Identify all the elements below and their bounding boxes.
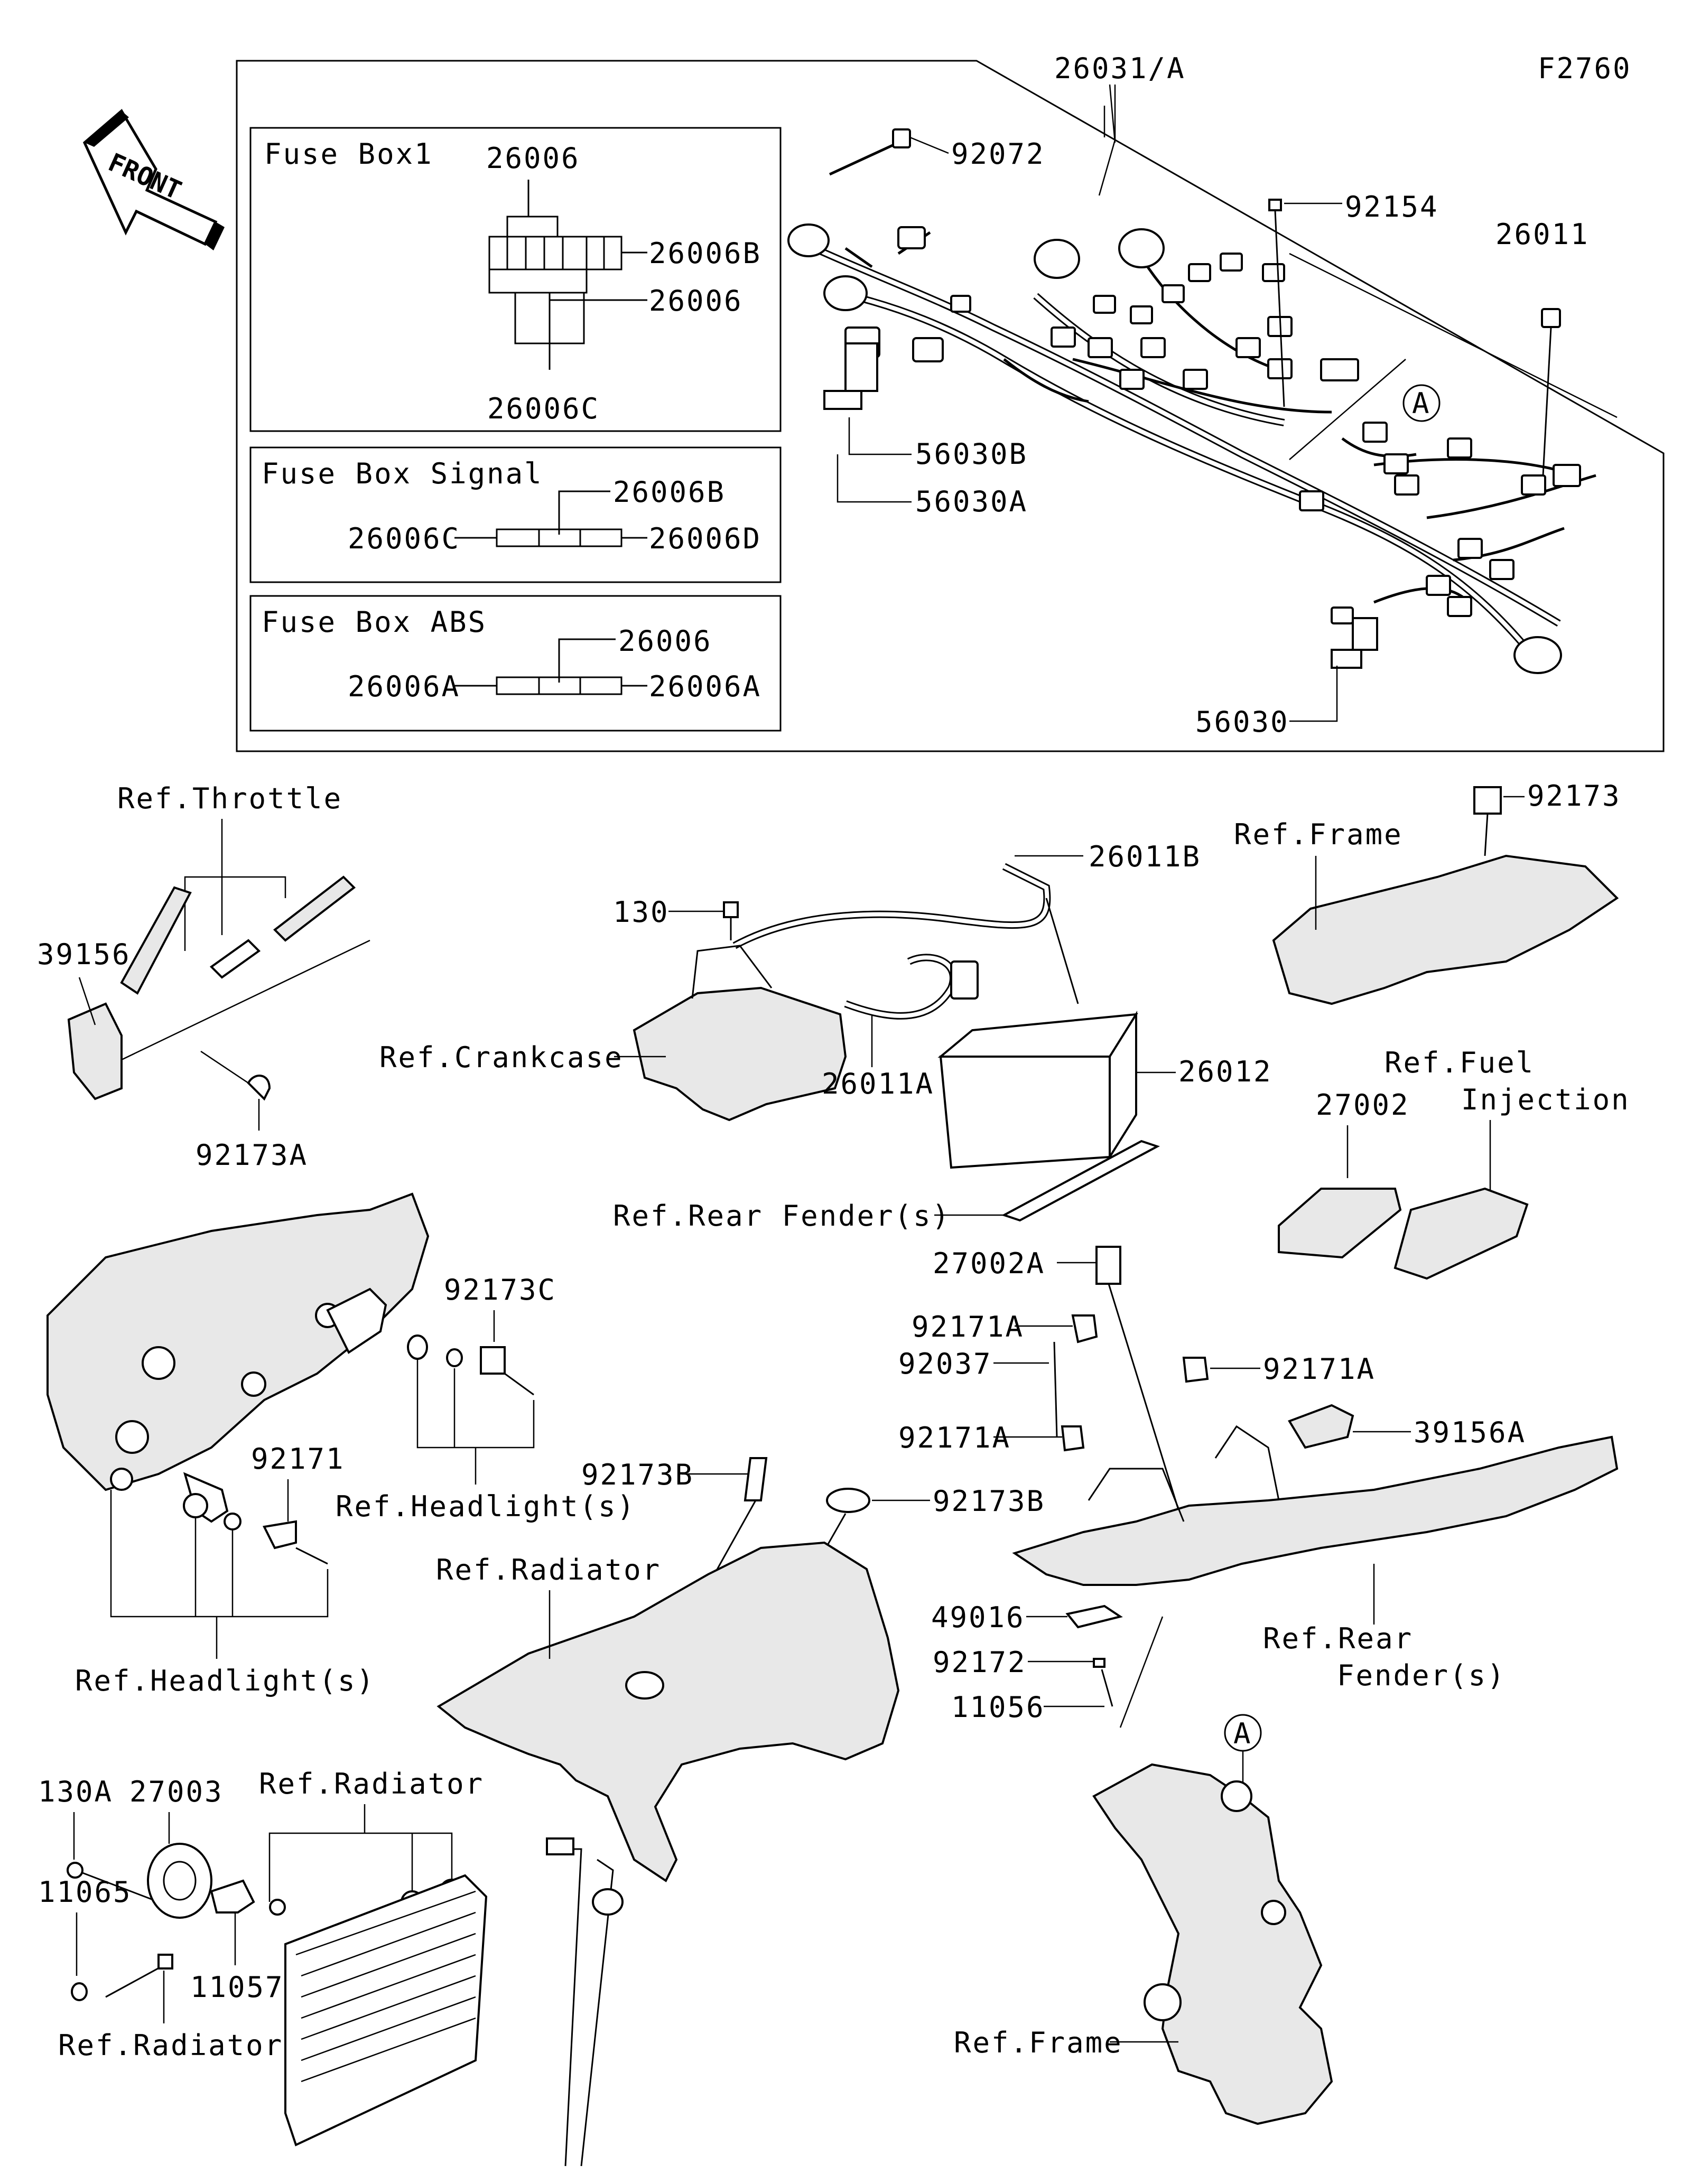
ref-fuel-line2: Injection [1461,1083,1630,1116]
ecu-label: 27002 [1316,1088,1410,1122]
ref-rear-fender-line1: Ref.Rear [1263,1622,1413,1655]
ref-frame-bottom-label: Ref.Frame [954,2026,1123,2059]
headlight-group: 92173C Ref.Headlight(s) 92171 Ref.Headli… [47,1192,636,1697]
battery-label: 26012 [1178,1055,1272,1088]
throttle-group: Ref.Throttle 39156 92173A [37,782,370,1172]
rear-fender-group: 27002A 92171A 92037 92171A 92171A 39156A… [898,1246,1619,1728]
frame-top-group: 92173 Ref.Frame [1234,779,1621,1005]
fuse-box1-bottom-label: 26006C [487,392,600,425]
cover-39156a-label: 39156A [1414,1416,1526,1449]
clamp-92171a-label-2: 92171A [898,1421,1011,1454]
clamp-92173b-label-2: 92173B [933,1485,1045,1518]
figure-code: F2760 [1538,52,1632,85]
frame-bottom-group: A Ref.Frame [954,1714,1333,2125]
fuse-box-signal-right-label: 26006D [649,522,761,555]
radiator-horn-group: Ref.Radiator 130A 27003 11057 11065 [38,1767,624,2167]
battery-bolt-label: 130 [613,895,670,929]
ref-frame-top-label: Ref.Frame [1234,818,1403,851]
clip-tie-label: 92072 [951,137,1045,171]
ref-rear-fender-battery-label: Ref.Rear Fender(s) [613,1199,951,1233]
ref-crankcase-label: Ref.Crankcase [379,1041,624,1074]
frame-clamp-label: 92173 [1527,779,1621,813]
bracket-11057-label: 11057 [190,1971,284,2004]
clamp-92171a-label-1: 92171A [912,1310,1024,1343]
fuse-box-abs-title: Fuse Box ABS [262,605,487,639]
ref-headlight-lower-label: Ref.Headlight(s) [75,1664,375,1697]
relay-27002a-label: 27002A [933,1247,1045,1280]
fuse-box-abs-panel: Fuse Box ABS 26006 26006A 26006A [249,595,782,732]
throttle-cover-label: 39156 [37,938,131,971]
clamp-92173c-label: 92173C [444,1273,556,1306]
lead-26011a-label: 26011A [822,1067,934,1100]
clamp-92171-label: 92171 [251,1442,345,1476]
ref-radiator-upper-label: Ref.Radiator [436,1553,661,1586]
bolt-130a-label: 130A [38,1775,113,1808]
front-arrow-icon: FRONT [82,109,225,250]
ref-rear-fender-line2: Fender(s) [1337,1659,1506,1692]
fuse-box1-title: Fuse Box1 [264,137,433,171]
battery-group: 130 26011B Ref.Crankcase 26011A 26012 Re… [379,840,1272,1233]
lead-26011b-label: 26011B [1089,840,1201,873]
harness-main-label: 26031/A [1054,52,1186,85]
connector-26011-label: 26011 [1495,218,1590,251]
bracket-56030b-label: 56030B [915,437,1028,471]
bolt-92037-label: 92037 [898,1347,992,1380]
fuse-box-abs-top-label: 26006 [618,624,712,658]
marker-a-circle [1402,384,1441,422]
fuse-box-signal-left-label: 26006C [348,522,460,555]
fuse-box1-top-label: 26006 [486,142,580,175]
marker-a-bottom-label: A [1233,1717,1252,1750]
screw-92172-label: 92172 [933,1646,1027,1679]
ref-throttle-label: Ref.Throttle [117,782,342,815]
throttle-clamp-label: 92173A [196,1138,308,1172]
bracket-56030a-label: 56030A [915,485,1028,518]
ref-fuel-line1: Ref.Fuel [1385,1046,1535,1079]
fuse-box1-right-top-label: 26006B [649,237,761,270]
marker-a-label: A [1412,387,1431,420]
ref-radiator-mid-label: Ref.Radiator [259,1767,484,1800]
main-wiring-harness [787,128,1596,674]
fuse-box1-right-mid-label: 26006 [649,284,743,318]
fuse-box-abs-left-label: 26006A [348,670,460,703]
nut-11065-label: 11065 [38,1875,132,1909]
clamp-92171a-label-3: 92171A [1263,1352,1376,1386]
fuse-box-signal-title: Fuse Box Signal [262,457,543,490]
ref-radiator-bottom-label: Ref.Radiator [58,2029,283,2062]
fuse-box-abs-right-label: 26006A [649,670,761,703]
terminal-11056-label: 11056 [951,1691,1045,1724]
fuse-box-signal-top-label: 26006B [613,475,726,509]
bolt-92154-label: 92154 [1345,190,1439,223]
bracket-56030-label: 56030 [1195,705,1289,739]
harness-panel-frame [236,60,1665,752]
clamp-92173b-label-1: 92173B [581,1458,694,1491]
pad-49016-label: 49016 [931,1601,1025,1634]
fuel-injection-group: Ref.Fuel Injection 27002 [1278,1046,1630,1280]
horn-27003-label: 27003 [129,1775,224,1808]
fuse-box1-panel: Fuse Box1 26006 26006B 26006 26006C [249,127,782,432]
radiator-shroud-group: 92173B 92173B Ref.Radiator [436,1457,1045,1882]
ref-headlight-upper-label: Ref.Headlight(s) [336,1490,636,1523]
fuse-box-signal-panel: Fuse Box Signal 26006B 26006C 26006D [249,446,782,583]
